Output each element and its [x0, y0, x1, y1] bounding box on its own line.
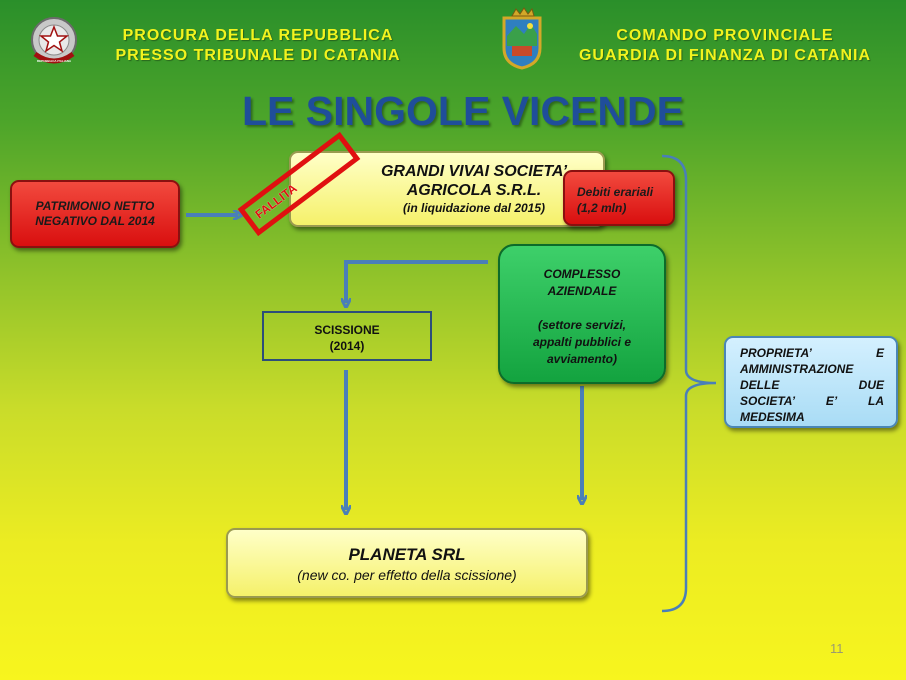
patrimonio-line1: PATRIMONIO NETTO	[35, 199, 155, 213]
emblem-caption: REPUBBLICA ITALIANA	[36, 59, 72, 63]
guardia-di-finanza-crest-icon	[498, 6, 546, 70]
proprieta-line1: PROPRIETA’ E	[740, 345, 884, 361]
scissione-box: SCISSIONE (2014)	[262, 311, 432, 361]
proprieta-word-8: LA	[868, 394, 884, 408]
header-right-line1: COMANDO PROVINCIALE	[616, 27, 834, 44]
header-right-line2: GUARDIA DI FINANZA DI CATANIA	[578, 47, 872, 64]
complesso-line3: (settore servizi,	[537, 318, 627, 332]
page-number: 11	[830, 641, 844, 656]
planeta-name: PLANETA SRL	[348, 545, 466, 564]
complesso-line5: avviamento)	[546, 352, 618, 366]
complesso-line1: COMPLESSO	[543, 267, 621, 281]
debiti-line1: Debiti erariali	[577, 185, 654, 199]
arrow-grandi-to-scissione	[346, 260, 488, 303]
grandi-vivai-name: GRANDI VIVAI SOCIETA’	[380, 163, 568, 180]
grandi-vivai-status: (in liquidazione dal 2015)	[402, 201, 546, 215]
proprieta-word-5: DUE	[858, 378, 884, 392]
proprieta-word-4: DELLE	[740, 378, 780, 392]
header-left-line2: PRESSO TRIBUNALE DI CATANIA	[115, 47, 401, 64]
debiti-line2: (1,2 mln)	[577, 201, 627, 215]
scissione-line2: (2014)	[329, 339, 365, 353]
complesso-aziendale-box: COMPLESSO AZIENDALE (settore servizi, ap…	[498, 244, 666, 384]
complesso-line4: appalti pubblici e	[532, 335, 631, 349]
proprieta-word-1: PROPRIETA’	[740, 346, 812, 360]
proprieta-line5: MEDESIMA	[740, 410, 805, 424]
proprieta-word-2: E	[875, 346, 884, 360]
header-right: COMANDO PROVINCIALE GUARDIA DI FINANZA D…	[552, 26, 898, 66]
proprieta-line4: SOCIETA’ E’ LA	[740, 393, 884, 409]
grandi-vivai-type: AGRICOLA S.R.L.	[406, 182, 542, 199]
page-title: LE SINGOLE VICENDE	[242, 88, 684, 134]
planeta-description: (new co. per effetto della scissione)	[297, 567, 517, 583]
scissione-line1: SCISSIONE	[314, 323, 380, 337]
patrimonio-line2: NEGATIVO DAL 2014	[35, 214, 155, 228]
planeta-srl-box: PLANETA SRL (new co. per effetto della s…	[226, 528, 588, 598]
proprieta-word-6: SOCIETA’	[740, 394, 796, 408]
complesso-line2: AZIENDALE	[547, 284, 617, 298]
italian-republic-emblem-icon: REPUBBLICA ITALIANA	[29, 14, 79, 70]
header-left-line1: PROCURA DELLA REPUBBLICA	[122, 27, 394, 44]
proprieta-word-7: E’	[825, 394, 838, 408]
grandi-vivai-box: GRANDI VIVAI SOCIETA’ AGRICOLA S.R.L. (i…	[289, 151, 605, 227]
proprieta-line2: AMMINISTRAZIONE	[740, 362, 854, 376]
grouping-brace	[661, 154, 717, 613]
proprieta-line3: DELLE DUE	[740, 377, 884, 393]
debiti-erariali-box: Debiti erariali (1,2 mln)	[563, 170, 675, 226]
header-left: PROCURA DELLA REPUBBLICA PRESSO TRIBUNAL…	[88, 26, 428, 66]
proprieta-box: PROPRIETA’ E AMMINISTRAZIONE DELLE DUE S…	[724, 336, 898, 428]
patrimonio-netto-box: PATRIMONIO NETTO NEGATIVO DAL 2014	[10, 180, 180, 248]
